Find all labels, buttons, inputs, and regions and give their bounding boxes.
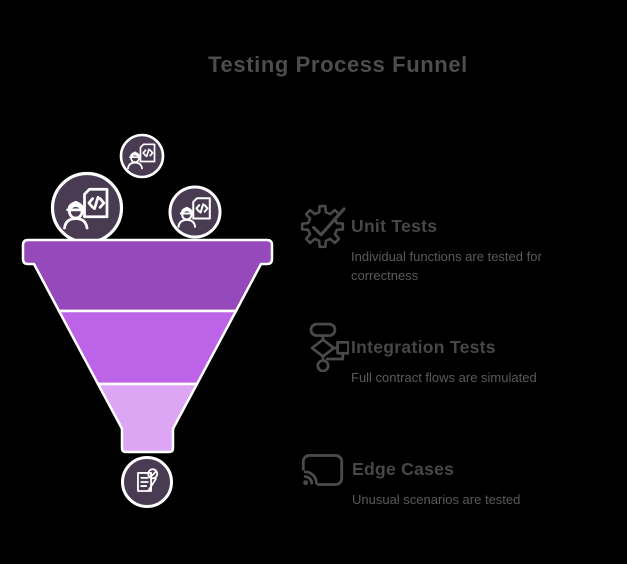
cast-icon [300, 447, 352, 497]
flowchart-icon [299, 322, 351, 377]
gear-check-icon [299, 203, 351, 255]
funnel-bubble-output [121, 456, 173, 508]
funnel-bubble-right [168, 185, 222, 239]
page-title: Testing Process Funnel [208, 52, 468, 77]
legend-item-title: Integration Tests [351, 337, 496, 357]
legend-item-integration-tests: Integration Tests Full contract flows ar… [299, 322, 537, 388]
legend-item-description: Full contract flows are simulated [351, 370, 537, 385]
funnel-bubble-top [119, 133, 165, 179]
funnel-stage-bottom [96, 382, 199, 454]
legend-item-edge-cases: Edge Cases Unusual scenarios are tested [300, 447, 520, 510]
legend-item-description: Unusual scenarios are tested [352, 492, 521, 507]
legend-item-title: Edge Cases [352, 459, 455, 479]
legend-item-title: Unit Tests [351, 216, 438, 236]
legend-item-unit-tests: Unit Tests Individual functions are test… [299, 203, 579, 286]
legend-item-description: Individual functions are tested for corr… [351, 249, 542, 283]
